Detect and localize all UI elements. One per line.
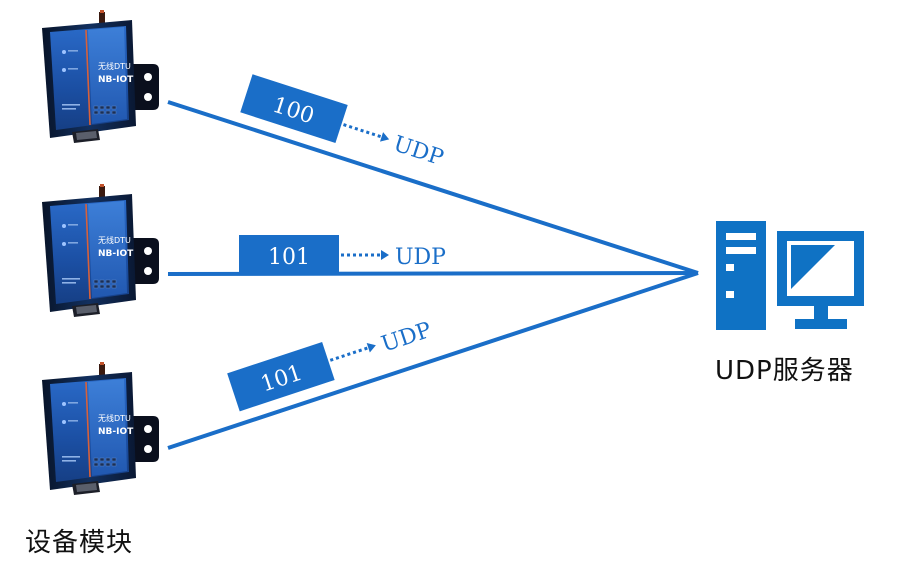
- link-line-1: [167, 100, 699, 275]
- device-module-2: 无线DTU NB-IOT: [41, 183, 160, 318]
- device-brand: 无线DTU: [98, 235, 131, 245]
- device-brand: 无线DTU: [98, 413, 131, 423]
- link-line-3: [167, 271, 699, 450]
- packet-3: 101 UDP: [227, 318, 435, 412]
- packet-protocol: UDP: [390, 132, 446, 172]
- packet-box: [239, 235, 339, 275]
- packet-1: 100 UDP: [240, 74, 447, 172]
- packet-2: 101 UDP: [239, 235, 446, 275]
- packet-protocol: UDP: [378, 318, 434, 358]
- packet-box: [240, 74, 348, 144]
- device-model: NB-IOT: [98, 75, 134, 85]
- device-brand: 无线DTU: [98, 61, 131, 71]
- device-model: NB-IOT: [98, 427, 134, 437]
- server-computer-icon: [716, 221, 864, 330]
- packet-box: [227, 341, 335, 412]
- packet-protocol: UDP: [395, 245, 446, 270]
- device-module-1: 无线DTU NB-IOT: [41, 9, 160, 144]
- arrow-right-icon: [341, 250, 389, 260]
- packet-id: 101: [268, 245, 310, 270]
- server-label: UDP服务器: [715, 356, 854, 386]
- devices-label: 设备模块: [25, 528, 134, 558]
- device-model: NB-IOT: [98, 249, 134, 259]
- arrow-right-icon: [328, 340, 378, 366]
- arrow-right-icon: [341, 119, 391, 145]
- device-module-3: 无线DTU NB-IOT: [41, 361, 160, 496]
